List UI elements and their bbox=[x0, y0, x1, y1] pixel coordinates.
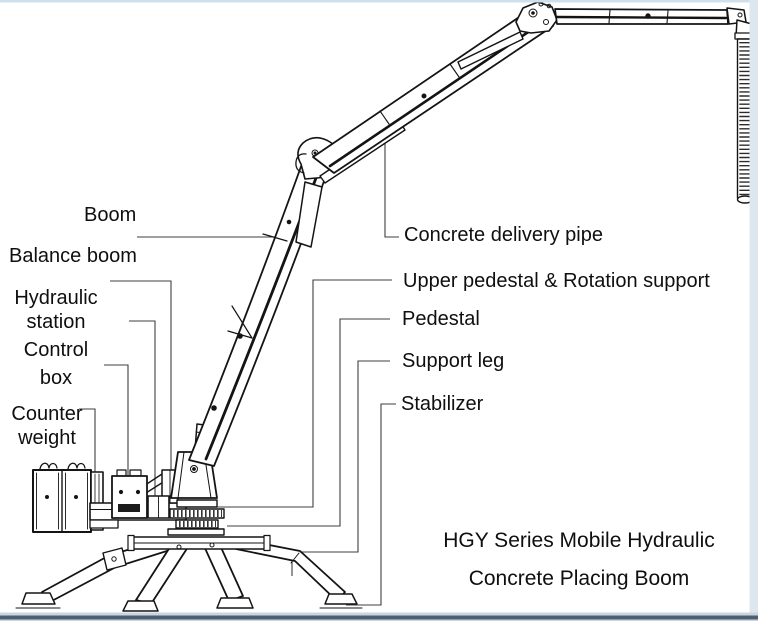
label-concrete-delivery-pipe: Concrete delivery pipe bbox=[404, 224, 603, 246]
support-legs-drawing bbox=[15, 538, 363, 612]
label-counter-weight-line1: Counter bbox=[11, 403, 83, 425]
boom-lower-arm-drawing bbox=[188, 160, 328, 467]
label-boom: Boom bbox=[84, 204, 137, 226]
boom-top-joint-drawing bbox=[515, 1, 558, 34]
leader-stabilizer bbox=[346, 403, 396, 606]
leader-concrete-delivery-pipe bbox=[384, 131, 399, 238]
lifting-eyes bbox=[39, 462, 86, 470]
boom-top-arm-drawing bbox=[554, 8, 729, 25]
hydraulic-station-drawing bbox=[111, 469, 148, 519]
leader-upper-pedestal bbox=[208, 279, 392, 508]
diagram-title-line2: Concrete Placing Boom bbox=[468, 567, 690, 590]
stabilizer-foot-left bbox=[21, 592, 56, 605]
leader-hydraulic-station bbox=[129, 320, 156, 503]
label-upper-pedestal: Upper pedestal & Rotation support bbox=[403, 270, 710, 292]
label-counter-weight: Counter weight bbox=[4, 402, 90, 450]
control-box-drawing bbox=[147, 495, 170, 519]
leader-control-box bbox=[104, 364, 129, 478]
label-hydraulic-station-line2: station bbox=[26, 311, 86, 333]
label-control-box: Control box bbox=[10, 336, 102, 392]
leader-pedestal bbox=[227, 318, 390, 527]
label-counter-weight-line2: weight bbox=[18, 427, 76, 449]
stabilizer-foot-right bbox=[324, 593, 358, 605]
label-control-box-line1: Control bbox=[23, 339, 89, 361]
leader-counter-weight bbox=[79, 408, 96, 489]
label-hydraulic-station: Hydraulic station bbox=[4, 286, 108, 334]
end-hose-drawing bbox=[726, 7, 755, 204]
boom-upper-arm-drawing bbox=[312, 6, 554, 184]
label-hydraulic-station-line1: Hydraulic bbox=[14, 287, 98, 309]
label-stabilizer: Stabilizer bbox=[401, 393, 484, 415]
diagram-title-line1: HGY Series Mobile Hydraulic bbox=[443, 529, 715, 552]
leg-cross-beam-drawing bbox=[127, 534, 271, 552]
leader-support-leg bbox=[291, 360, 390, 576]
label-balance-boom: Balance boom bbox=[9, 245, 137, 267]
label-control-box-line2: box bbox=[39, 367, 73, 389]
label-support-leg: Support leg bbox=[402, 350, 505, 372]
leader-balance-boom bbox=[110, 280, 172, 477]
counter-weight-drawing bbox=[32, 462, 104, 533]
rotation-support-drawing bbox=[167, 499, 225, 536]
machine-drawing bbox=[15, 1, 755, 612]
label-pedestal: Pedestal bbox=[402, 308, 480, 330]
